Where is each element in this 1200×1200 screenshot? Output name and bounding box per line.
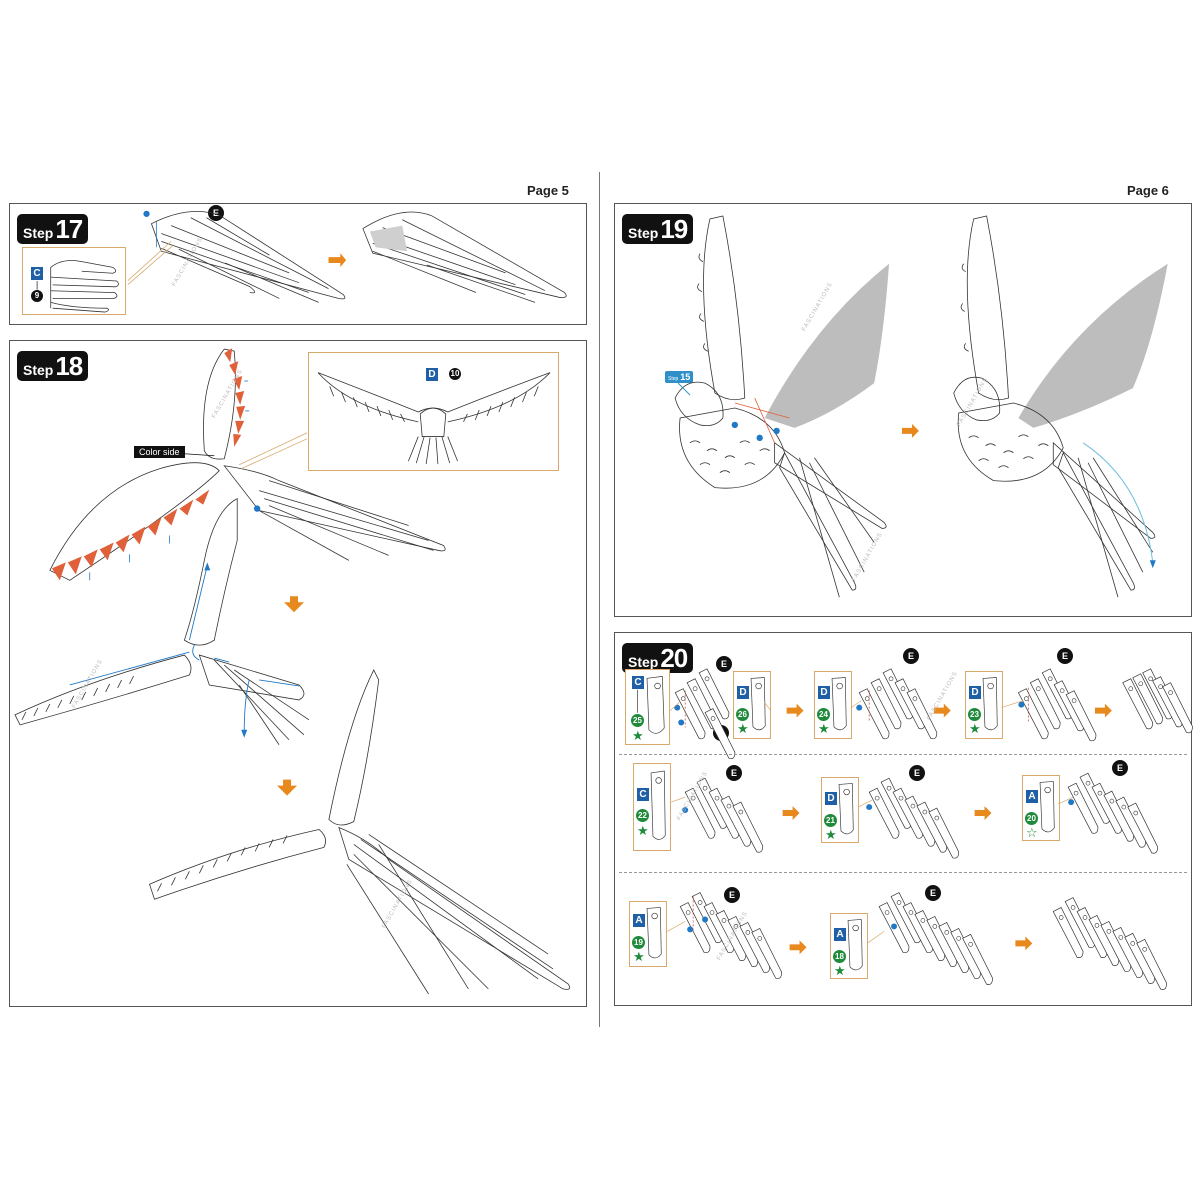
piece-letter-badge: A (633, 914, 645, 927)
feather-part-drawing (750, 677, 766, 731)
feather-part-drawing (646, 907, 662, 959)
step-number: 17 (55, 214, 83, 244)
part-inset-d24: D 24 ★ (814, 671, 852, 739)
star-icon: ★ (834, 963, 846, 978)
page-divider (599, 172, 600, 1027)
step-word: Step (628, 654, 659, 670)
star-icon: ★ (633, 949, 645, 964)
step-17-badge: Step 17 (17, 214, 89, 244)
part-inset-d21: D 21 ★ (821, 777, 859, 843)
part-inset-d23: D 23 ★ (965, 671, 1003, 739)
tag-step-number: 15 (680, 372, 691, 382)
step-word: Step (23, 362, 54, 378)
feather-part-drawing (831, 677, 847, 731)
part-inset-c22: C 22 ★ (633, 763, 671, 851)
step-18-panel: Step 18 Color side D 10 (9, 340, 587, 1007)
pin-e-badge: E (716, 656, 732, 672)
step-19-badge: Step 19 (622, 214, 694, 244)
step-18-assembly-drawings (14, 348, 571, 995)
star-icon: ★ (969, 721, 981, 736)
piece-number-badge: 26 (736, 708, 749, 721)
piece-number-badge: 25 (631, 714, 644, 727)
piece-letter-badge: A (1026, 790, 1038, 803)
page-label-left: Page 5 (527, 183, 569, 198)
star-icon: ★ (632, 728, 644, 743)
piece-number-badge: 24 (817, 708, 830, 721)
star-icon: ☆ (1026, 825, 1038, 840)
feather-part-drawing (982, 677, 998, 731)
feather-part-drawing (637, 676, 665, 734)
piece-letter-badge: D (426, 368, 438, 381)
step-number: 18 (55, 351, 83, 381)
tag-step-word: Step (668, 376, 679, 382)
star-icon: ★ (818, 721, 830, 736)
piece-letter-badge: A (834, 928, 846, 941)
piece-letter-badge: C (637, 788, 649, 801)
pin-e-badge: E (726, 765, 742, 781)
step-word: Step (628, 225, 659, 241)
row-separator (619, 872, 1187, 873)
piece-letter-badge: C (31, 267, 43, 280)
part-inset-a19: A 19 ★ (629, 901, 667, 967)
step-20-panel: Step 20 C 25 ★ D 26 ★ D 24 ★ D 23 ★ C 22… (614, 632, 1193, 1006)
feather-part-drawing (1039, 781, 1055, 833)
piece-letter-badge: D (818, 686, 830, 699)
piece-letter-badge: D (969, 686, 981, 699)
feather-part-drawing (838, 783, 854, 835)
feather-part-drawing (847, 919, 863, 971)
pin-e-badge: E (1057, 648, 1073, 664)
pin-e-badge: E (1112, 760, 1128, 776)
piece-letter-badge: D (825, 792, 837, 805)
pin-e-badge: E (208, 205, 224, 221)
step-number: 19 (660, 214, 688, 244)
piece-number-badge: 10 (449, 368, 461, 380)
piece-number-badge: 18 (833, 950, 846, 963)
page-label-right: Page 6 (1127, 183, 1169, 198)
bird-body-part-drawing (317, 372, 551, 465)
step-number: 20 (660, 643, 688, 673)
part-inset-c25: C 25 ★ (625, 669, 670, 745)
piece-number-badge: 19 (632, 936, 645, 949)
pin-e-badge: E (903, 648, 919, 664)
step-20-badge: Step 20 (622, 643, 694, 673)
part-inset-a20: A 20 ☆ (1022, 775, 1060, 841)
step-17-wing-drawings (127, 210, 567, 303)
piece-number-badge: 21 (824, 814, 837, 827)
piece-number-badge: 22 (636, 809, 649, 822)
pin-e-badge: E (724, 887, 740, 903)
star-icon: ★ (737, 721, 749, 736)
step-17-inset: C 9 (22, 247, 126, 315)
feather-part-drawing (650, 770, 666, 840)
piece-number-badge: 23 (968, 708, 981, 721)
step-word: Step (23, 225, 54, 241)
pin-e-badge: E (925, 885, 941, 901)
pin-e-badge: E (909, 765, 925, 781)
star-icon: ★ (637, 823, 649, 838)
step-18-inset: D 10 (308, 352, 559, 471)
star-icon: ★ (825, 827, 837, 842)
step-19-parrot-drawings (674, 215, 1168, 598)
piece-number-badge: 9 (31, 290, 43, 302)
step-20-feather-assembly-drawings (667, 668, 1193, 990)
piece-letter-badge: C (632, 676, 644, 689)
color-side-callout: Color side (134, 446, 185, 458)
step-17-panel: Step 17 C 9 E (9, 203, 587, 325)
wing-tip-part-drawing (36, 260, 119, 313)
row-separator (619, 754, 1187, 755)
piece-number-badge: 20 (1025, 812, 1038, 825)
step-18-badge: Step 18 (17, 351, 89, 381)
part-inset-d26: D 26 ★ (733, 671, 771, 739)
piece-letter-badge: D (737, 686, 749, 699)
part-inset-a18: A 18 ★ (830, 913, 868, 979)
